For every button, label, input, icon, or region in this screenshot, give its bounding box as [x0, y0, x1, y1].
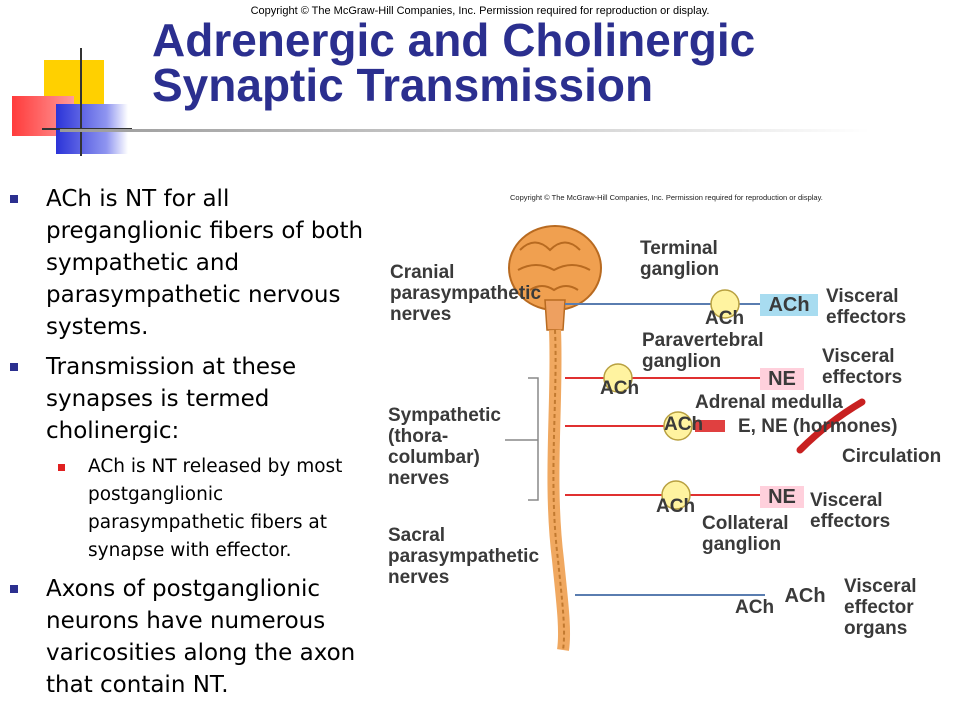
- sub-bullet-square-icon: [58, 464, 65, 471]
- decor-vertical-line: [80, 48, 82, 156]
- ach-transmitter-box: ACh: [760, 294, 818, 316]
- adrenal-medulla-label: Adrenal medulla: [695, 392, 843, 413]
- bullet-item: Axons of postganglionic neurons have num…: [10, 573, 375, 701]
- sympathetic-label: Sympathetic (thora- columbar) nerves: [388, 405, 501, 489]
- collateral-ganglion-icon: [661, 480, 691, 510]
- sub-bullet-item: ACh is NT released by most postganglioni…: [10, 453, 375, 565]
- adrenal-gland-icon: [695, 420, 725, 432]
- adrenal-ganglion-icon: [663, 411, 693, 441]
- brainstem: [544, 299, 566, 331]
- ach-label: ACh: [664, 414, 704, 435]
- sacral-label: Sacral parasympathetic nerves: [388, 525, 540, 588]
- visceral-effectors-label: Visceral effectors: [826, 286, 907, 328]
- ach-transmitter-box: ACh: [784, 585, 826, 607]
- spinal-cord: [547, 329, 571, 651]
- bullet-text: Axons of postganglionic neurons have num…: [46, 576, 356, 698]
- visceral-effectors-label: Visceral effectors: [810, 490, 891, 532]
- ach-label: ACh: [600, 378, 640, 399]
- ne-transmitter-box: NE: [760, 486, 804, 508]
- autonomic-figure: Copyright © The McGraw-Hill Companies, I…: [380, 180, 960, 660]
- bullet-list: ACh is NT for all preganglionic fibers o…: [10, 183, 375, 709]
- hormones-label: E, NE (hormones): [738, 416, 898, 437]
- visceral-effector-organs-label: Visceral effector organs: [844, 576, 917, 639]
- ach-label: ACh: [656, 496, 696, 517]
- page-title: Adrenergic and Cholinergic Synaptic Tran…: [152, 14, 932, 111]
- copyright-notice: Copyright © The McGraw-Hill Companies, I…: [250, 5, 710, 17]
- title-line-2: Synaptic Transmission: [152, 59, 654, 111]
- ach-label: ACh: [735, 597, 775, 618]
- bullet-item: Transmission at these synapses is termed…: [10, 351, 375, 565]
- brain-folds: [517, 241, 591, 292]
- title-divider: [60, 129, 870, 132]
- sympathetic-bracket: [505, 377, 539, 501]
- bullet-square-icon: [10, 585, 18, 593]
- bullet-square-icon: [10, 195, 18, 203]
- terminal-ganglion-icon: [710, 289, 740, 319]
- bullet-item: ACh is NT for all preganglionic fibers o…: [10, 183, 375, 343]
- circulation-vessel: [796, 398, 866, 454]
- paravertebral-ganglion-label: Paravertebral ganglion: [642, 330, 764, 372]
- bullet-text: ACh is NT for all preganglionic fibers o…: [46, 186, 364, 340]
- circulation-label: Circulation: [842, 446, 942, 467]
- bullet-square-icon: [10, 363, 18, 371]
- collateral-ganglion-label: Collateral ganglion: [702, 513, 789, 555]
- ne-transmitter-box: NE: [760, 368, 804, 390]
- sub-bullet-text: ACh is NT released by most postganglioni…: [88, 456, 343, 561]
- cranial-label: Cranial parasympathetic nerves: [390, 262, 542, 325]
- paravertebral-ganglion-icon: [603, 363, 633, 393]
- bullet-text: Transmission at these synapses is termed…: [46, 354, 297, 444]
- visceral-effectors-label: Visceral effectors: [822, 346, 903, 388]
- terminal-ganglion-label: Terminal ganglion: [640, 238, 720, 280]
- figure-copyright: Copyright © The McGraw-Hill Companies, I…: [510, 193, 823, 202]
- ach-label: ACh: [705, 308, 745, 329]
- title-line-1: Adrenergic and Cholinergic: [152, 14, 756, 66]
- figure-drawing: [505, 225, 866, 651]
